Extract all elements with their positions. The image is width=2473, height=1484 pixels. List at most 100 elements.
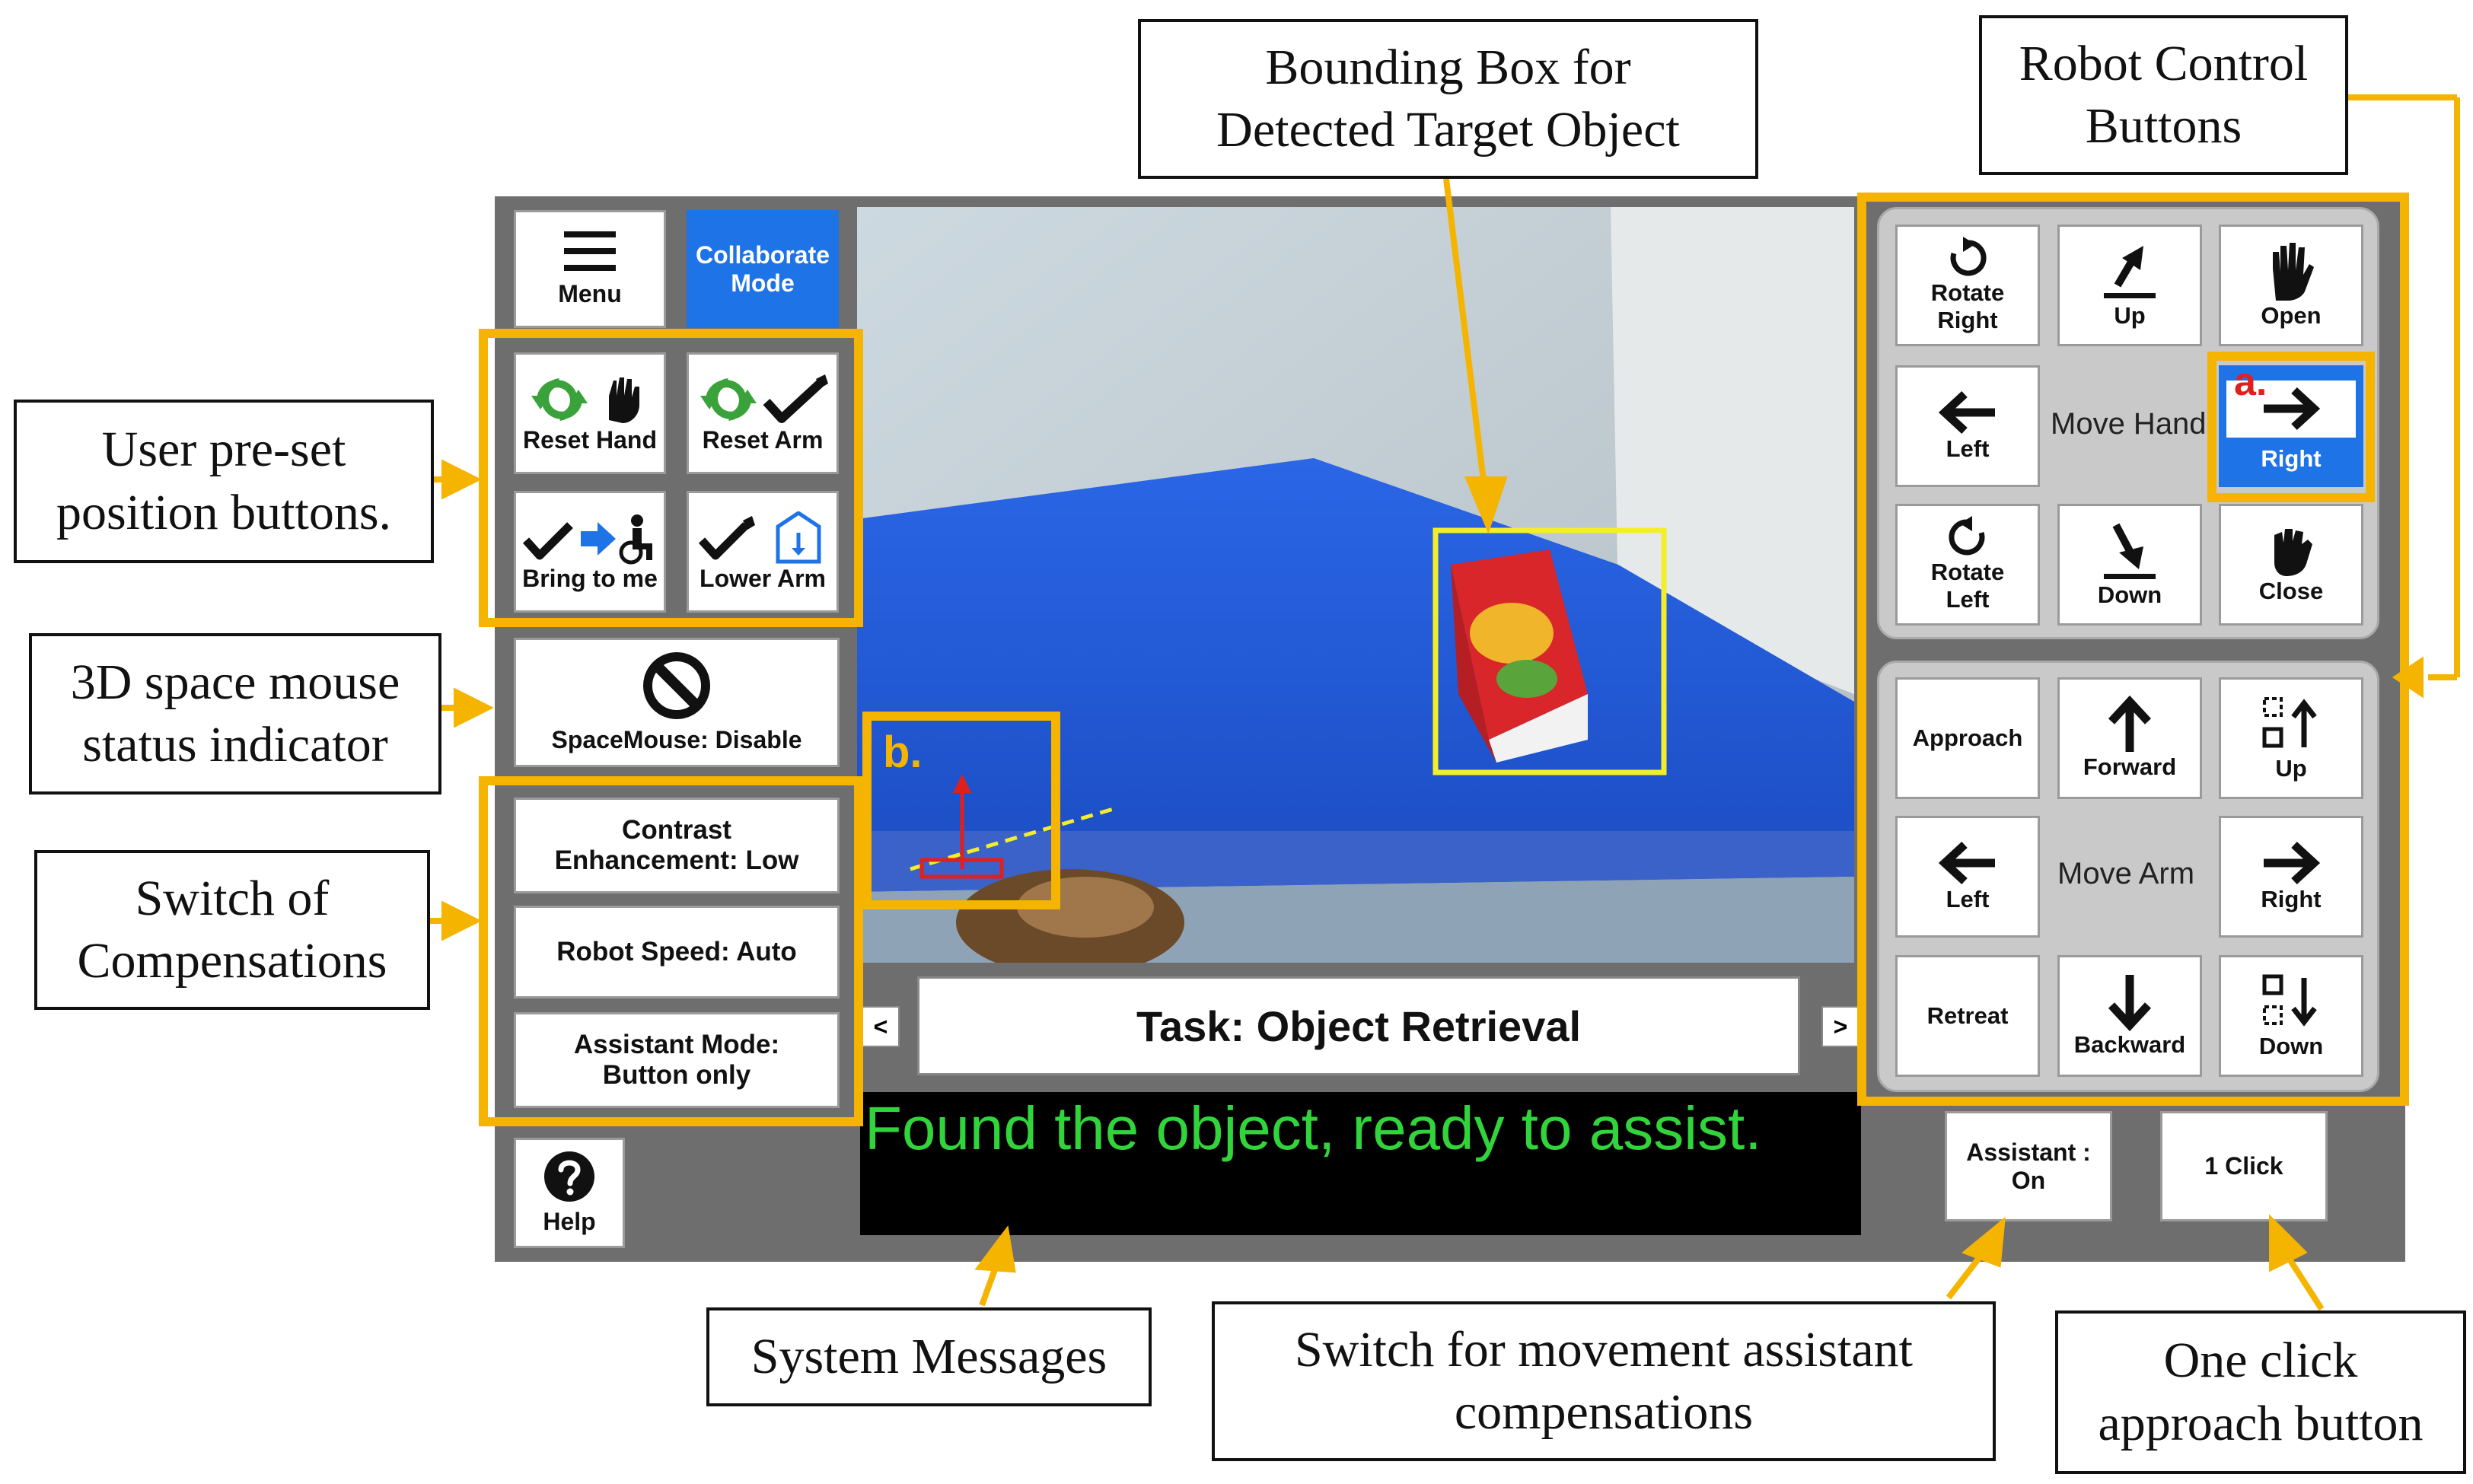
forward-button[interactable]: Forward (2057, 677, 2202, 799)
one-click-label: 1 Click (2204, 1152, 2283, 1180)
robot-speed-button[interactable]: Robot Speed: Auto (514, 906, 840, 998)
open-hand-icon (2267, 241, 2315, 302)
assistant-mode-label: Assistant Mode: Button only (573, 1029, 780, 1090)
assistant-toggle-button[interactable]: Assistant : On (1945, 1111, 2112, 1221)
arm-up-button[interactable]: Up (2219, 677, 2363, 799)
hand-right-button[interactable]: Right (2219, 365, 2363, 487)
arm-up-label: Up (2275, 755, 2307, 782)
hand-down-button[interactable]: Down (2057, 504, 2202, 626)
menu-button[interactable]: Menu (514, 210, 666, 328)
system-message: Found the object, ready to assist. (860, 1092, 1861, 1235)
help-icon (543, 1150, 596, 1203)
left-arrow-icon (1937, 390, 1998, 435)
assistant-toggle-label: Assistant : On (1966, 1138, 2091, 1194)
compensation-highlight (479, 776, 863, 1126)
arm-down-label: Down (2258, 1033, 2324, 1060)
indicator-b-label: b. (883, 728, 923, 777)
rotate-left-icon (1946, 516, 1989, 559)
lower-arm-icon (694, 511, 831, 565)
help-label: Help (543, 1208, 596, 1236)
indicator-b-highlight (862, 712, 1060, 909)
retreat-label: Retreat (1926, 1002, 2009, 1030)
reset-hand-label: Reset Hand (522, 425, 658, 454)
prev-task-button[interactable]: < (862, 1006, 900, 1047)
help-button[interactable]: Help (514, 1138, 625, 1248)
assistant-mode-button[interactable]: Assistant Mode: Button only (514, 1012, 840, 1108)
rotate-right-button[interactable]: Rotate Right (1895, 225, 2040, 346)
arm-left-button[interactable]: Left (1895, 816, 2040, 938)
reset-arm-icon (694, 373, 831, 426)
robot-control-highlight (1857, 193, 2409, 1106)
callout-system-messages: System Messages (706, 1307, 1152, 1406)
right-arrow-icon (2261, 840, 2322, 886)
disabled-icon (642, 651, 711, 720)
menu-label: Menu (558, 280, 622, 308)
lower-arm-button[interactable]: Lower Arm (687, 491, 839, 613)
close-hand-button[interactable]: Close (2219, 504, 2363, 626)
collaborate-mode-button[interactable]: Collaborate Mode (687, 210, 839, 328)
arm-right-button[interactable]: Right (2219, 816, 2363, 938)
bring-to-me-icon (521, 511, 658, 565)
approach-button[interactable]: Approach (1895, 677, 2040, 799)
one-click-button[interactable]: 1 Click (2160, 1111, 2328, 1221)
next-task-button[interactable]: > (1821, 1006, 1860, 1047)
contrast-label: Contrast Enhancement: Low (554, 814, 799, 875)
open-hand-button[interactable]: Open (2219, 225, 2363, 346)
preset-highlight (479, 329, 863, 627)
closed-fist-icon (2267, 524, 2315, 578)
callout-robot-control: Robot Control Buttons (1979, 15, 2348, 175)
left-arrow-icon (1937, 840, 1998, 886)
approach-label: Approach (1912, 724, 2023, 752)
hand-right-label: Right (2261, 444, 2322, 472)
hand-up-label: Up (2114, 302, 2146, 330)
bring-to-me-label: Bring to me (522, 564, 658, 592)
backward-button[interactable]: Backward (2057, 955, 2202, 1077)
right-arrow-icon (2261, 386, 2322, 432)
arm-down-button[interactable]: Down (2219, 955, 2363, 1077)
move-arm-label: Move Arm (2057, 857, 2195, 890)
up-arrow-icon (2107, 696, 2153, 753)
camera-scene (857, 207, 1854, 963)
hand-left-label: Left (1946, 435, 1990, 463)
hand-up-icon (2099, 241, 2160, 302)
arm-up-icon (2257, 694, 2325, 755)
spacemouse-status-button[interactable]: SpaceMouse: Disable (514, 638, 840, 767)
collaborate-mode-label: Collaborate Mode (695, 240, 830, 297)
hamburger-icon (564, 230, 616, 272)
arm-left-label: Left (1946, 886, 1990, 913)
camera-view[interactable] (857, 207, 1854, 963)
hand-up-button[interactable]: Up (2057, 225, 2202, 346)
reset-arm-button[interactable]: Reset Arm (687, 352, 839, 474)
retreat-button[interactable]: Retreat (1895, 955, 2040, 1077)
move-hand-label: Move Hand (2051, 407, 2207, 441)
rotate-right-label: Rotate Right (1930, 279, 2005, 333)
robot-speed-label: Robot Speed: Auto (556, 936, 797, 967)
spacemouse-label: SpaceMouse: Disable (551, 725, 802, 753)
lower-arm-label: Lower Arm (700, 564, 826, 592)
task-label: Task: Object Retrieval (917, 976, 1800, 1075)
callout-compensations: Switch of Compensations (34, 850, 430, 1010)
callout-bounding-box: Bounding Box for Detected Target Object (1138, 19, 1758, 179)
contrast-enhancement-button[interactable]: Contrast Enhancement: Low (514, 798, 840, 893)
arm-down-icon (2257, 972, 2325, 1033)
hand-right-icon-box (2226, 380, 2356, 438)
callout-movement-assistant: Switch for movement assistant compensati… (1212, 1301, 1996, 1461)
close-hand-label: Close (2258, 578, 2324, 605)
reset-hand-button[interactable]: Reset Hand (514, 352, 666, 474)
open-hand-label: Open (2261, 302, 2322, 330)
hand-left-button[interactable]: Left (1895, 365, 2040, 487)
down-arrow-icon (2107, 973, 2153, 1032)
callout-one-click: One click approach button (2055, 1310, 2466, 1474)
rotate-right-icon (1946, 237, 1989, 279)
cereal-box (1451, 549, 1588, 763)
rotate-left-button[interactable]: Rotate Left (1895, 504, 2040, 626)
indicator-a-label: a. (2234, 360, 2267, 404)
reset-arm-label: Reset Arm (702, 425, 824, 454)
indicator-a-highlight (2207, 352, 2375, 502)
callout-space-mouse: 3D space mouse status indicator (29, 633, 441, 795)
target-bounding-box (1432, 527, 1667, 775)
rotate-left-label: Rotate Left (1930, 559, 2005, 613)
bring-to-me-button[interactable]: Bring to me (514, 491, 666, 613)
arm-right-label: Right (2261, 886, 2322, 913)
